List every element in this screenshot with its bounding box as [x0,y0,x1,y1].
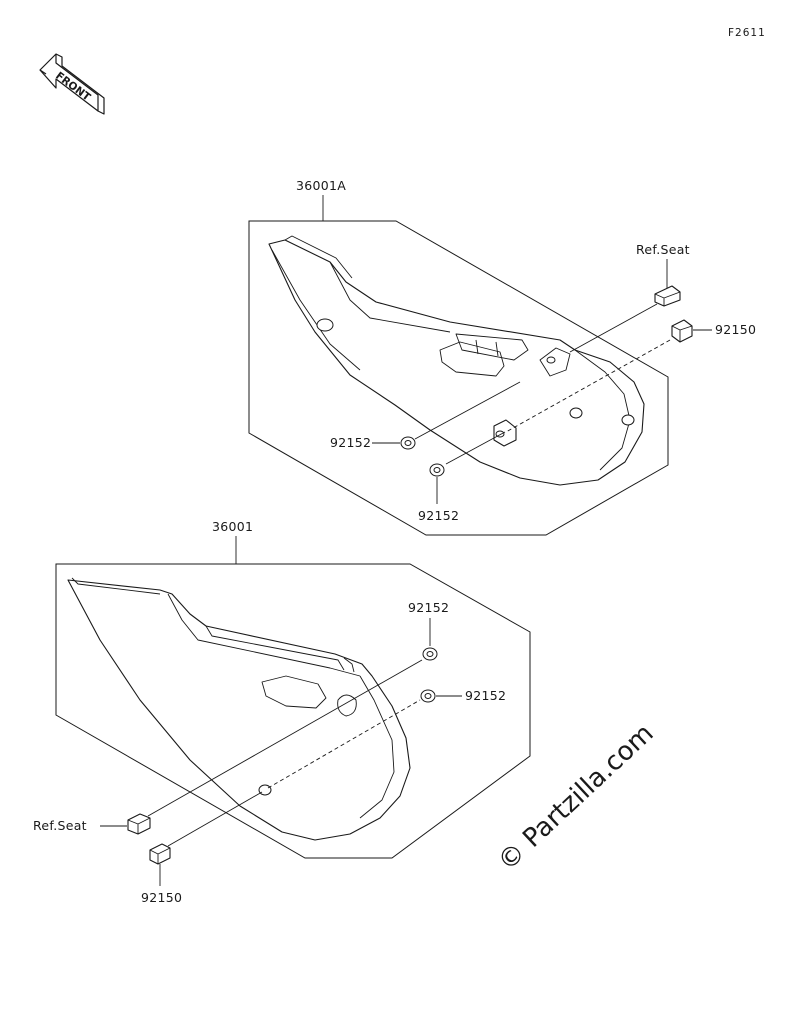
lower-washer-a-label: 92152 [408,600,449,615]
washer-92152-icon [422,647,438,661]
lower-assembly-frame [55,563,531,859]
washer-92152-icon [400,436,416,450]
lower-washer-b-label: 92152 [465,688,506,703]
upper-assembly: 36001A Ref.Seat 92150 [248,178,756,536]
lower-ref-seat-label: Ref.Seat [33,818,87,833]
washer-92152-icon [420,689,436,703]
upper-assembly-frame [248,220,669,536]
watermark: © Partzilla.com [492,718,659,877]
upper-bolt-label: 92150 [715,322,756,337]
lower-side-cover [67,579,411,841]
upper-washer-b-label: 92152 [418,508,459,523]
figure-code: F2611 [728,27,766,39]
front-arrow-icon: FRONT [39,53,105,115]
lower-assembly: 36001 92152 92152 [33,519,531,905]
lower-bolt-label: 92150 [141,890,182,905]
bolt-92150-icon [149,843,171,865]
bolt-92150-icon [671,319,693,343]
lower-cover-vent [261,675,327,709]
upper-ref-seat-label: Ref.Seat [636,242,690,257]
upper-washer-a-label: 92152 [330,435,371,450]
washer-92152-icon [429,463,445,477]
upper-part-number: 36001A [296,178,346,193]
lower-part-number: 36001 [212,519,253,534]
upper-side-cover [268,239,645,486]
ref-seat-bolt-icon [127,813,151,835]
upper-cover-vent [439,341,505,377]
upper-grommet-boss [316,318,334,332]
ref-seat-bolt-icon [654,285,681,307]
